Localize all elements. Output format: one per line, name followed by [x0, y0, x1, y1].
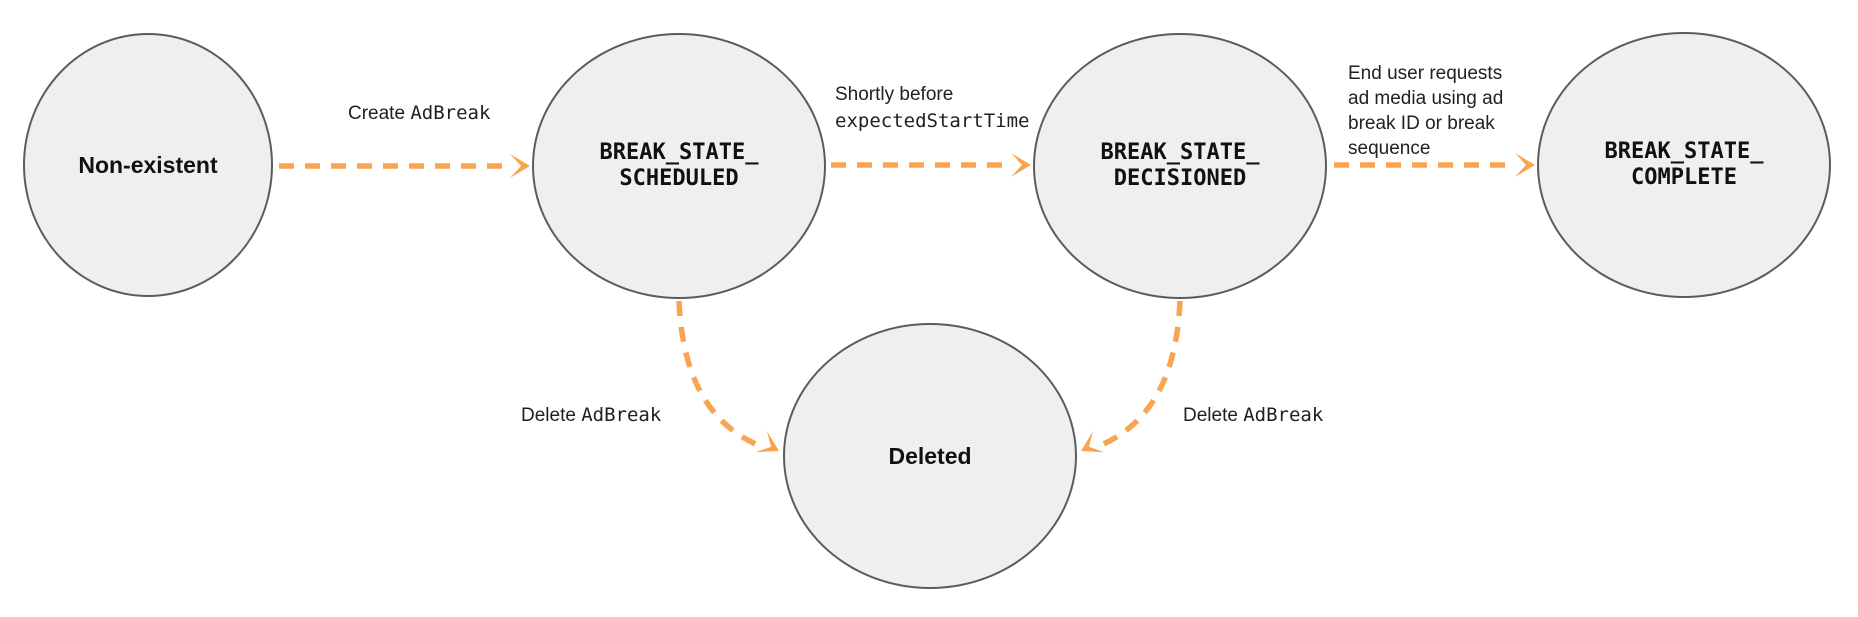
arrow-head-icon	[510, 154, 530, 178]
arrow-head-icon	[755, 431, 779, 453]
edge-label-delete-adbreak-right: Delete AdBreak	[1183, 402, 1323, 429]
edge-label-code: AdBreak	[410, 102, 491, 124]
state-node-break-state-decisioned: BREAK_STATE_ DECISIONED	[1033, 33, 1327, 299]
edge-label-code: AdBreak	[581, 404, 662, 426]
state-label: Deleted	[888, 442, 972, 469]
edge-label-code: AdBreak	[1243, 404, 1324, 426]
edge-delete-from-decisioned	[1097, 300, 1183, 449]
edge-label-text: Shortly before	[835, 84, 954, 105]
arrow-head-icon	[1081, 431, 1105, 453]
edge-label-shortly-before: Shortly before expectedStartTime	[835, 82, 1029, 134]
state-label: BREAK_STATE_ COMPLETE	[1604, 139, 1764, 190]
arrow-head-icon	[1515, 153, 1535, 177]
edge-label-text: Create	[348, 103, 411, 124]
state-label: BREAK_STATE_ DECISIONED	[1100, 140, 1260, 191]
edge-label-text: Delete	[1183, 405, 1244, 426]
edge-delete-from-scheduled	[676, 300, 762, 449]
state-label: Non-existent	[78, 151, 218, 178]
arrow-head-icon	[1011, 153, 1031, 177]
state-node-deleted: Deleted	[783, 323, 1077, 589]
edge-label-text: End user requests ad media using ad brea…	[1348, 63, 1504, 159]
edge-label-text: Delete	[521, 405, 582, 426]
state-node-break-state-complete: BREAK_STATE_ COMPLETE	[1537, 32, 1831, 298]
state-node-break-state-scheduled: BREAK_STATE_ SCHEDULED	[532, 33, 826, 299]
state-node-non-existent: Non-existent	[23, 33, 273, 297]
edge-label-delete-adbreak-left: Delete AdBreak	[521, 402, 661, 429]
edge-label-create-adbreak: Create AdBreak	[348, 100, 490, 127]
state-label: BREAK_STATE_ SCHEDULED	[599, 140, 759, 191]
edge-label-end-user-requests: End user requests ad media using ad brea…	[1348, 36, 1578, 161]
edge-label-code: expectedStartTime	[835, 110, 1030, 132]
